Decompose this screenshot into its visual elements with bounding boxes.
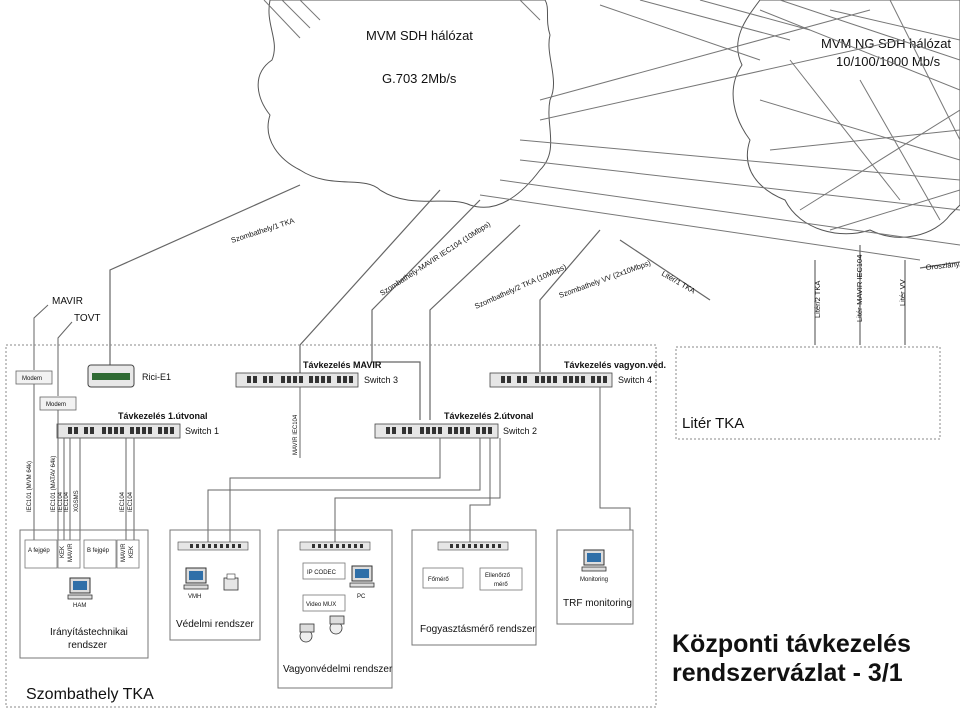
control-system-box	[19, 529, 149, 659]
link-label-liter2: Litér/2 TKA	[813, 281, 822, 318]
link-label-szombathely-mavir: Szombathely-MAVIR IEC104 (10Mbps)	[378, 219, 492, 298]
protection-system-box	[169, 529, 261, 641]
vmh-computer-icon	[183, 567, 209, 590]
mavir-label: MAVIR	[52, 296, 83, 307]
sdh-cloud	[257, 0, 554, 208]
tovt-label: TOVT	[74, 313, 100, 324]
ip-codec-unit	[302, 562, 346, 580]
szombathely-site-boundary	[5, 344, 657, 708]
security-switch	[299, 541, 371, 551]
main-meter-label: Főmérő	[428, 577, 449, 583]
camera-icon-1	[299, 623, 315, 643]
a-mavir-label: MAVIR	[68, 543, 74, 562]
vmh-label: VMH	[188, 594, 201, 600]
a-fejgep-label: A fejgép	[28, 548, 50, 554]
link-label-szombathely-vv: Szombathely VV (2x10Mbps)	[558, 258, 653, 300]
monitoring-computer-icon	[581, 549, 607, 572]
sdh-rate-label: G.703 2Mb/s	[382, 71, 457, 86]
link-label-liter-mavir: Litér-MAVIR IEC104	[855, 255, 864, 322]
link-label-szombathely2: Szombathely/2 TKA (10Mbps)	[473, 262, 568, 311]
security-system-box	[277, 529, 393, 689]
check-meter-label-1: Ellenőrző	[485, 573, 511, 579]
b-fejgep-unit	[83, 539, 117, 569]
iec101-matav-label: IEC101 (MATAV 64k)	[51, 456, 57, 512]
control-system-label-1: Irányítástechnikai	[50, 627, 128, 638]
iec104-c-label: IEC104	[120, 491, 126, 512]
security-system-label: Vagyonvédelmi rendszer	[283, 664, 393, 675]
switch-1-label: Switch 1	[185, 426, 219, 436]
ham-computer-icon	[67, 577, 93, 600]
protection-system-label: Védelmi rendszer	[176, 619, 254, 630]
video-mux-unit	[302, 594, 346, 612]
b-mavir-label: MAVIR	[121, 543, 127, 562]
a-kek-label: KEK	[60, 546, 66, 558]
protection-switch	[177, 541, 249, 551]
rici-e1-label: Rici-E1	[142, 372, 171, 382]
monitoring-label: Monitoring	[580, 577, 608, 583]
pc-label: PC	[357, 594, 366, 600]
check-meter-label-2: mérő	[494, 582, 508, 588]
rici-e1-panel	[92, 373, 130, 380]
switch-4	[489, 372, 613, 388]
xgsms-label: XGSMS	[74, 490, 80, 512]
metering-system-box	[411, 529, 537, 646]
switch-2-title: Távkezelés 2.útvonal	[444, 411, 534, 421]
link-label-liter1: Litér/1 TKA	[660, 269, 697, 295]
switch-4-title: Távkezelés vagyon.véd.	[564, 360, 666, 370]
main-meter-unit	[422, 567, 464, 589]
check-meter-unit	[479, 567, 523, 591]
video-mux-label: Video MUX	[306, 602, 336, 608]
printer-icon	[223, 573, 239, 591]
link-label-liter-vv: Litér VV	[898, 279, 907, 306]
modem-1-label: Modem	[22, 376, 42, 382]
wan-links	[263, 0, 960, 261]
b-kek-label: KEK	[129, 546, 135, 558]
switch-4-label: Switch 4	[618, 375, 652, 385]
liter-site-boundary	[675, 346, 941, 440]
iec104-a-label: IEC104	[58, 491, 64, 512]
switch-1-title: Távkezelés 1.útvonal	[118, 411, 208, 421]
a-kek-unit	[57, 539, 81, 569]
external-links	[33, 304, 73, 396]
iec104-d-label: IEC104	[128, 491, 134, 512]
sdh-network-label: MVM SDH hálózat	[366, 28, 473, 43]
switch-3-title: Távkezelés MAVIR	[303, 360, 382, 370]
switch-1	[56, 423, 181, 439]
camera-icon-2	[329, 615, 345, 635]
b-kek-unit	[116, 539, 140, 569]
metering-system-label: Fogyasztásmérő rendszer	[420, 624, 536, 635]
iec104-b-label: IEC104	[64, 491, 70, 512]
slide-title: Központi távkezelés rendszervázlat - 3/1	[672, 630, 958, 688]
metering-switch	[437, 541, 509, 551]
slide-title-line-1: Központi távkezelés	[672, 630, 911, 658]
a-fejgep-unit	[24, 539, 58, 569]
switch-2-label: Switch 2	[503, 426, 537, 436]
switch-3-label: Switch 3	[364, 375, 398, 385]
modem-2-label: Modem	[46, 402, 66, 408]
szombathely-site-label: Szombathely TKA	[26, 686, 154, 703]
iec101-mvm-label: IEC101 (MVM 64k)	[27, 461, 33, 512]
switch-2	[374, 423, 499, 439]
control-system-label-2: rendszer	[68, 640, 108, 651]
slide-title-line-2: rendszervázlat - 3/1	[672, 659, 903, 687]
mavir-iec104-label: MAVIR IEC104	[293, 414, 299, 455]
trf-monitoring-label: TRF monitoring	[563, 598, 632, 609]
ip-codec-label: IP CODEC	[307, 570, 337, 576]
switch-3	[235, 372, 359, 388]
link-label-oroszlany: Oroszlány/1	[925, 259, 960, 272]
b-fejgep-label: B fejgép	[87, 548, 110, 554]
trf-monitoring-box	[556, 529, 634, 625]
ham-label: HAM	[73, 603, 86, 609]
liter-site-label: Litér TKA	[682, 415, 744, 432]
pc-computer-icon	[349, 565, 375, 588]
internal-wiring	[33, 384, 631, 545]
link-label-szombathely1: Szombathely/1 TKA	[230, 216, 296, 245]
